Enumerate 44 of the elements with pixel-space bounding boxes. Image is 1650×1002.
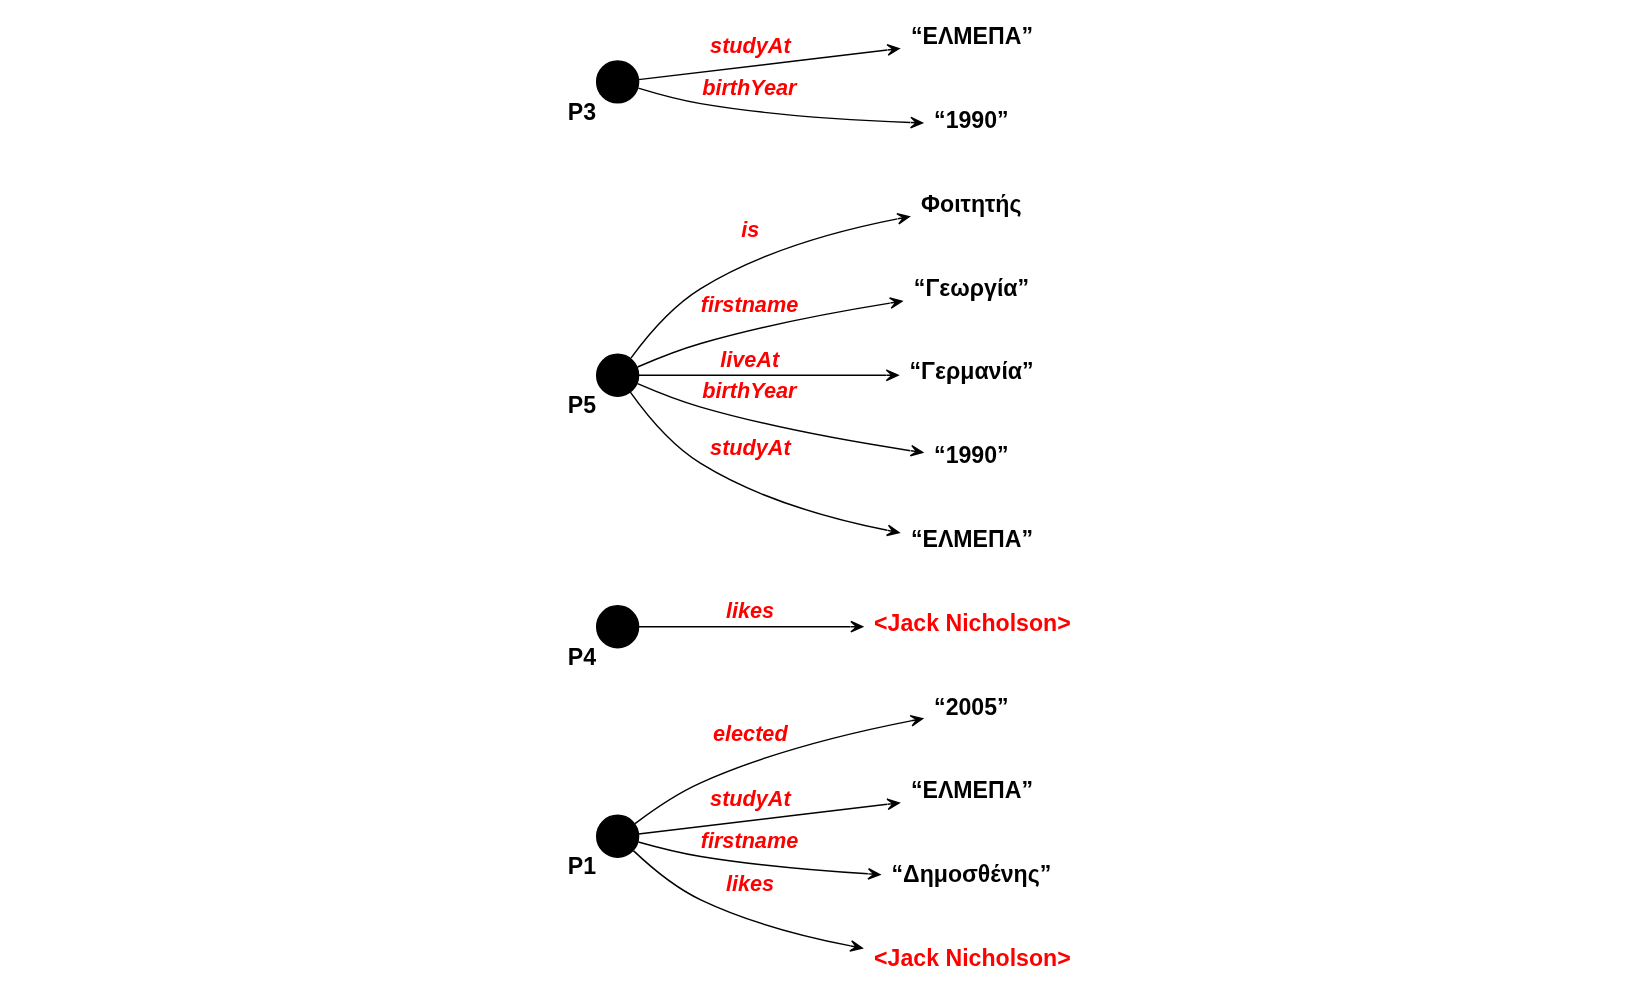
edge-label: studyAt: [710, 33, 791, 59]
arrow: [637, 44, 900, 81]
edge-label: studyAt: [710, 785, 791, 811]
arrow: [629, 391, 900, 537]
arrow: [636, 297, 903, 368]
arrow: [637, 841, 881, 880]
node-text: <Jack Nicholson>: [874, 609, 1071, 636]
edge-label: firstname: [700, 827, 799, 853]
node-text: “2005”: [934, 693, 1009, 720]
node-text: “1990”: [934, 442, 1009, 469]
edge-label: birthYear: [702, 74, 797, 100]
arrow: [638, 620, 864, 633]
node-text: “Γερμανία”: [909, 358, 1034, 385]
node-circle: [595, 60, 640, 104]
edge-label: likes: [726, 598, 775, 624]
node-text: “ΕΛΜΕΠΑ”: [910, 525, 1033, 552]
arrow: [630, 213, 910, 359]
node-label: P1: [567, 853, 597, 880]
edge-label: elected: [713, 720, 788, 746]
node-text: “ΕΛΜΕΠΑ”: [910, 23, 1033, 50]
arrow: [637, 798, 900, 835]
arrow: [634, 715, 924, 825]
node-label: P5: [567, 392, 597, 419]
edge-label: is: [741, 216, 760, 242]
arrow: [636, 382, 924, 457]
node-circle: [595, 353, 640, 397]
edge-label: likes: [726, 871, 775, 897]
edge-label: firstname: [700, 291, 799, 317]
edge-label: liveAt: [720, 346, 780, 372]
node-text: “1990”: [934, 106, 1009, 133]
node-text: “ΕΛΜΕΠΑ”: [910, 777, 1033, 804]
edge-label: birthYear: [702, 378, 797, 404]
edge-label: studyAt: [710, 434, 791, 460]
node-text: “Δημοσθένης”: [891, 861, 1052, 888]
node-circle: [595, 814, 640, 858]
node-text: “Γεωργία”: [913, 274, 1030, 301]
arrow: [637, 87, 924, 129]
node-label: P4: [567, 643, 597, 670]
node-text: Φοιτητής: [921, 190, 1022, 217]
arrow: [632, 849, 863, 952]
node-circle: [595, 605, 640, 649]
arrow: [638, 369, 899, 382]
node-label: P3: [567, 98, 597, 125]
node-text: <Jack Nicholson>: [874, 945, 1071, 972]
